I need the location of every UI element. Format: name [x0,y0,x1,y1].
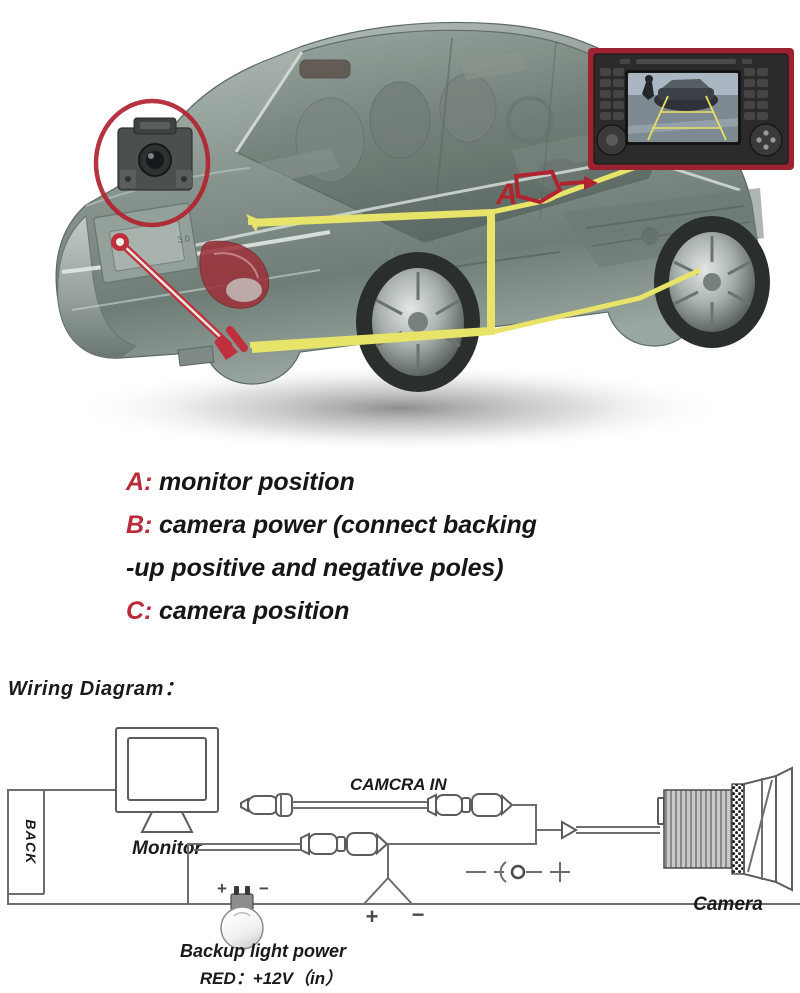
car-photo-svg: 3.0 [55,21,794,453]
legend-key-a: A: [126,468,153,496]
legend-text-a: monitor position [159,468,355,496]
split-plus-sign: + [366,904,379,929]
camera-cable [536,820,660,840]
head-unit-right-buttons [744,68,768,120]
camera-in-run: CAMCRA IN [240,775,537,830]
wiring-diagram-svg: BACK Monitor CAMCRA IN [7,727,800,988]
legend-line-a: A: monitor position [126,470,746,495]
legend-line-c: C: camera position [126,599,746,624]
ground-rail [7,894,800,905]
rca-plug-left [240,793,293,817]
split-minus-sign: − [412,902,425,927]
backup-light-power-label: Backup light power [180,941,347,961]
car-body: 3.0 [55,21,770,392]
power-wire [111,233,248,360]
camera-label: Camera [693,894,763,915]
back-label: BACK [23,819,39,864]
monitor-icon: Monitor [115,727,219,859]
legend: A: monitor position B: camera power (con… [126,470,746,642]
callout-A: A [495,169,598,211]
red-spec-label: RED：+12V（in） [200,969,342,988]
legend-key-c: C: [126,597,153,625]
head-unit-right-knob [749,123,783,157]
front-wheel [654,216,770,348]
legend-text-b: camera power (connect backing [159,511,537,539]
rca-coupler-top [427,793,514,817]
wiring-diagram-title: Wiring Diagram： [8,678,185,700]
bulb-plus-sign: + [217,879,227,898]
legend-key-b: B: [126,511,153,539]
bulb-minus-sign: − [259,879,269,898]
legend-line-b-cont: -up positive and negative poles) [126,556,746,581]
backup-light-bulb: + − [217,879,269,950]
reverse-camera-module [117,117,193,191]
head-unit-screen [628,73,738,142]
head-unit-left-buttons [600,68,624,120]
wiring-diagram: Wiring Diagram： [0,672,800,993]
rear-wheel [356,252,480,392]
camera-icon: Camera [657,766,793,915]
power-split: + − [187,844,425,929]
dc-polarity-symbol [466,861,570,883]
head-unit-inset [588,48,794,170]
car-installation-photo: 3.0 [0,0,800,455]
legend-line-b: B: camera power (connect backing [126,513,746,538]
back-loop: BACK [7,789,45,895]
legend-text-c: camera position [159,597,350,625]
car-shadow [70,363,730,453]
callout-A-letter: A [495,178,518,211]
camera-in-label: CAMCRA IN [350,775,447,794]
camera-power-run [187,830,537,872]
legend-text-b-cont: -up positive and negative poles) [126,554,504,582]
monitor-label: Monitor [132,838,203,859]
camera-position-highlight [93,98,211,228]
camera-cable-route [246,159,702,353]
svg-text:3.0: 3.0 [177,233,191,245]
